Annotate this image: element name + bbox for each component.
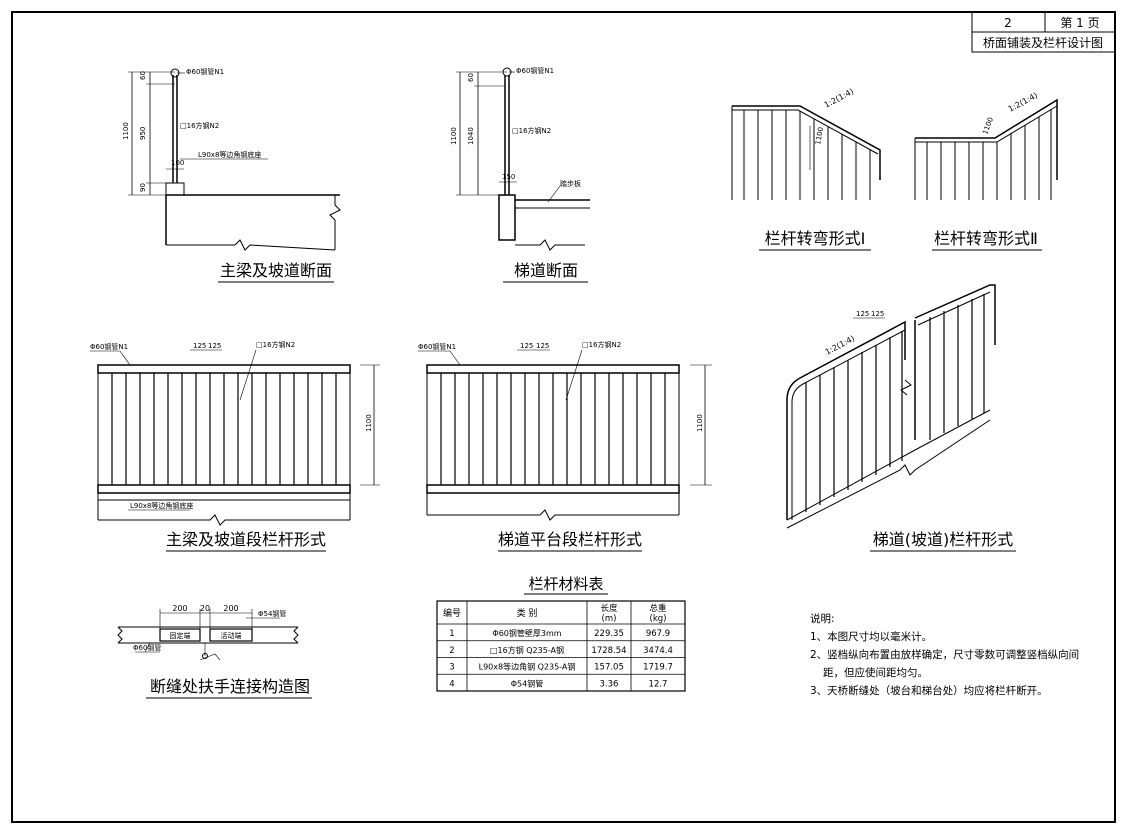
table-cell: 3.36 [600, 679, 619, 689]
stair-dim-60: 60 [467, 73, 475, 82]
table-cell: 4 [449, 679, 454, 689]
table-header-cell: 类 别 [517, 607, 538, 619]
table-cell: 967.9 [646, 629, 670, 639]
dim-60: 60 [139, 71, 147, 80]
table-cell: 2 [449, 646, 454, 656]
platform-elev-height: 1100 [696, 414, 704, 432]
caption-main-beam-section: 主梁及坡道断面 [220, 261, 332, 280]
platform-elevation: 1100 Φ60钢管N1 125 125 □16方钢N2 梯道平台段栏杆形式 [418, 340, 712, 552]
joint-detail: 200 20 200 Φ54钢管 固定端 活动端 Φ60钢管 断缝处扶手连接构造… [117, 604, 312, 699]
stair-label-pipe: Φ60钢管N1 [516, 66, 554, 75]
joint-label-fixed: 固定端 [170, 631, 191, 640]
caption-joint-detail: 断缝处扶手连接构造图 [150, 677, 310, 696]
table-header-cell: 长度 [600, 603, 618, 614]
caption-turn-form-1: 栏杆转弯形式Ⅰ [765, 229, 866, 248]
stair-dim-1100: 1100 [450, 127, 458, 145]
table-cell: □16方钢 Q235-A钢 [490, 645, 564, 655]
turn1-slope: 1:2(1:4) [823, 87, 855, 110]
turn1-dim: 1100 [814, 126, 825, 145]
label-pipe-n1: Φ60钢管N1 [186, 67, 224, 76]
main-elevation: 1100 Φ60钢管N1 125 125 □16方钢N2 L90x8等边角钢底座… [90, 340, 380, 552]
table-header-cell: (kg) [650, 614, 667, 624]
stair-dim-150: 150 [502, 173, 515, 181]
drawing-title: 桥面铺装及栏杆设计图 [983, 35, 1103, 50]
table-cell: Φ60钢管壁厚3mm [492, 628, 561, 638]
stair-section: 60 1040 1100 150 Φ60钢管N1 □16方钢N2 踏步板 梯道断… [450, 66, 590, 283]
sheet-number: 2 [1004, 16, 1012, 30]
stair-elevation: 1:2(1:4) 125 125 梯道(坡道)栏杆形式 [786, 284, 1016, 552]
joint-dim-20: 20 [200, 604, 210, 613]
table-cell: 1728.54 [591, 646, 626, 656]
page-number: 第 1 页 [1060, 16, 1099, 30]
turn2-dim: 1100 [981, 116, 995, 135]
main-elev-spacing-1: 125 [193, 342, 206, 350]
note-1: 1、本图尺寸均以毫米计。 [810, 630, 932, 643]
main-elev-base: L90x8等边角钢底座 [130, 501, 193, 510]
turn2-slope: 1:2(1:4) [1007, 91, 1039, 114]
stair-elev-spacing-1: 125 [856, 310, 869, 318]
table-cell: Φ54钢管 [511, 678, 543, 688]
table-cell: 1 [449, 629, 454, 639]
main-elev-height: 1100 [365, 414, 373, 432]
dim-950: 950 [139, 127, 147, 140]
platform-elev-spacing-2: 125 [536, 342, 549, 350]
stair-elev-spacing-2: 125 [871, 310, 884, 318]
main-elev-spacing-2: 125 [208, 342, 221, 350]
table-cell: 1719.7 [643, 663, 673, 673]
material-table: 栏杆材料表 编号 类 别 长度(m) 总重(kg) 1 Φ60钢管壁厚3mm 229.35 9… [436, 575, 686, 692]
stair-elev-slope: 1:2(1:4) [824, 334, 856, 357]
note-3: 3、天桥断缝处（坡台和梯台处）均应将栏杆断开。 [810, 684, 1048, 697]
caption-platform-elevation: 梯道平台段栏杆形式 [498, 530, 642, 549]
notes: 说明: 1、本图尺寸均以毫米计。 2、竖档纵向布置由放样确定，尺寸零数可调整竖档… [810, 612, 1079, 697]
note-2: 2、竖档纵向布置由放样确定，尺寸零数可调整竖档纵向间 [810, 648, 1079, 661]
caption-main-elevation: 主梁及坡道段栏杆形式 [166, 530, 326, 549]
joint-dim-200b: 200 [223, 604, 238, 613]
platform-elev-spacing-1: 125 [520, 342, 533, 350]
table-cell: 12.7 [649, 679, 668, 689]
sheet-border [11, 11, 1116, 823]
note-2-cont: 距，但应使间距均匀。 [823, 666, 928, 679]
platform-elev-pipe: Φ60钢管N1 [418, 342, 456, 351]
table-cell: 3 [449, 663, 454, 673]
main-elev-bar: □16方钢N2 [256, 340, 295, 349]
table-cell: 3474.4 [643, 646, 673, 656]
main-beam-section: 60 950 90 1100 100 Φ60钢管N1 □16方钢N2 L90x8… [122, 67, 341, 283]
material-table-title: 栏杆材料表 [528, 575, 603, 593]
table-header-cell: (m) [602, 614, 617, 624]
caption-stair-section: 梯道断面 [514, 261, 578, 280]
label-bar-n2: □16方钢N2 [180, 121, 219, 130]
dim-90: 90 [139, 183, 147, 192]
joint-label-pipe60: Φ60钢管 [133, 643, 161, 652]
stair-dim-1040: 1040 [467, 127, 475, 145]
dim-1100: 1100 [122, 122, 130, 140]
stair-label-tread: 踏步板 [560, 179, 581, 188]
platform-elev-bar: □16方钢N2 [582, 340, 621, 349]
caption-stair-elevation: 梯道(坡道)栏杆形式 [873, 530, 1014, 549]
label-angle-base: L90x8等边角钢底座 [198, 150, 261, 159]
table-cell: 157.05 [594, 663, 624, 673]
notes-heading: 说明: [810, 612, 835, 625]
table-cell: L90x8等边角钢 Q235-A钢 [479, 662, 576, 672]
joint-dim-200a: 200 [172, 604, 187, 613]
table-header-cell: 编号 [443, 607, 461, 619]
joint-label-moving: 活动端 [221, 631, 242, 640]
dim-100: 100 [171, 159, 184, 167]
caption-turn-form-2: 栏杆转弯形式Ⅱ [934, 229, 1038, 248]
table-cell: 229.35 [594, 629, 624, 639]
turn-form-2: 1100 1:2(1:4) 栏杆转弯形式Ⅱ [914, 91, 1058, 251]
joint-label-pipe54: Φ54钢管 [258, 609, 286, 618]
main-elev-pipe: Φ60钢管N1 [90, 342, 128, 351]
turn-form-1: 1100 1:2(1:4) 栏杆转弯形式Ⅰ [731, 87, 881, 251]
table-header-cell: 总重 [649, 603, 667, 614]
stair-label-bar: □16方钢N2 [512, 126, 551, 135]
title-block: 2 第 1 页 桥面铺装及栏杆设计图 [971, 11, 1116, 53]
